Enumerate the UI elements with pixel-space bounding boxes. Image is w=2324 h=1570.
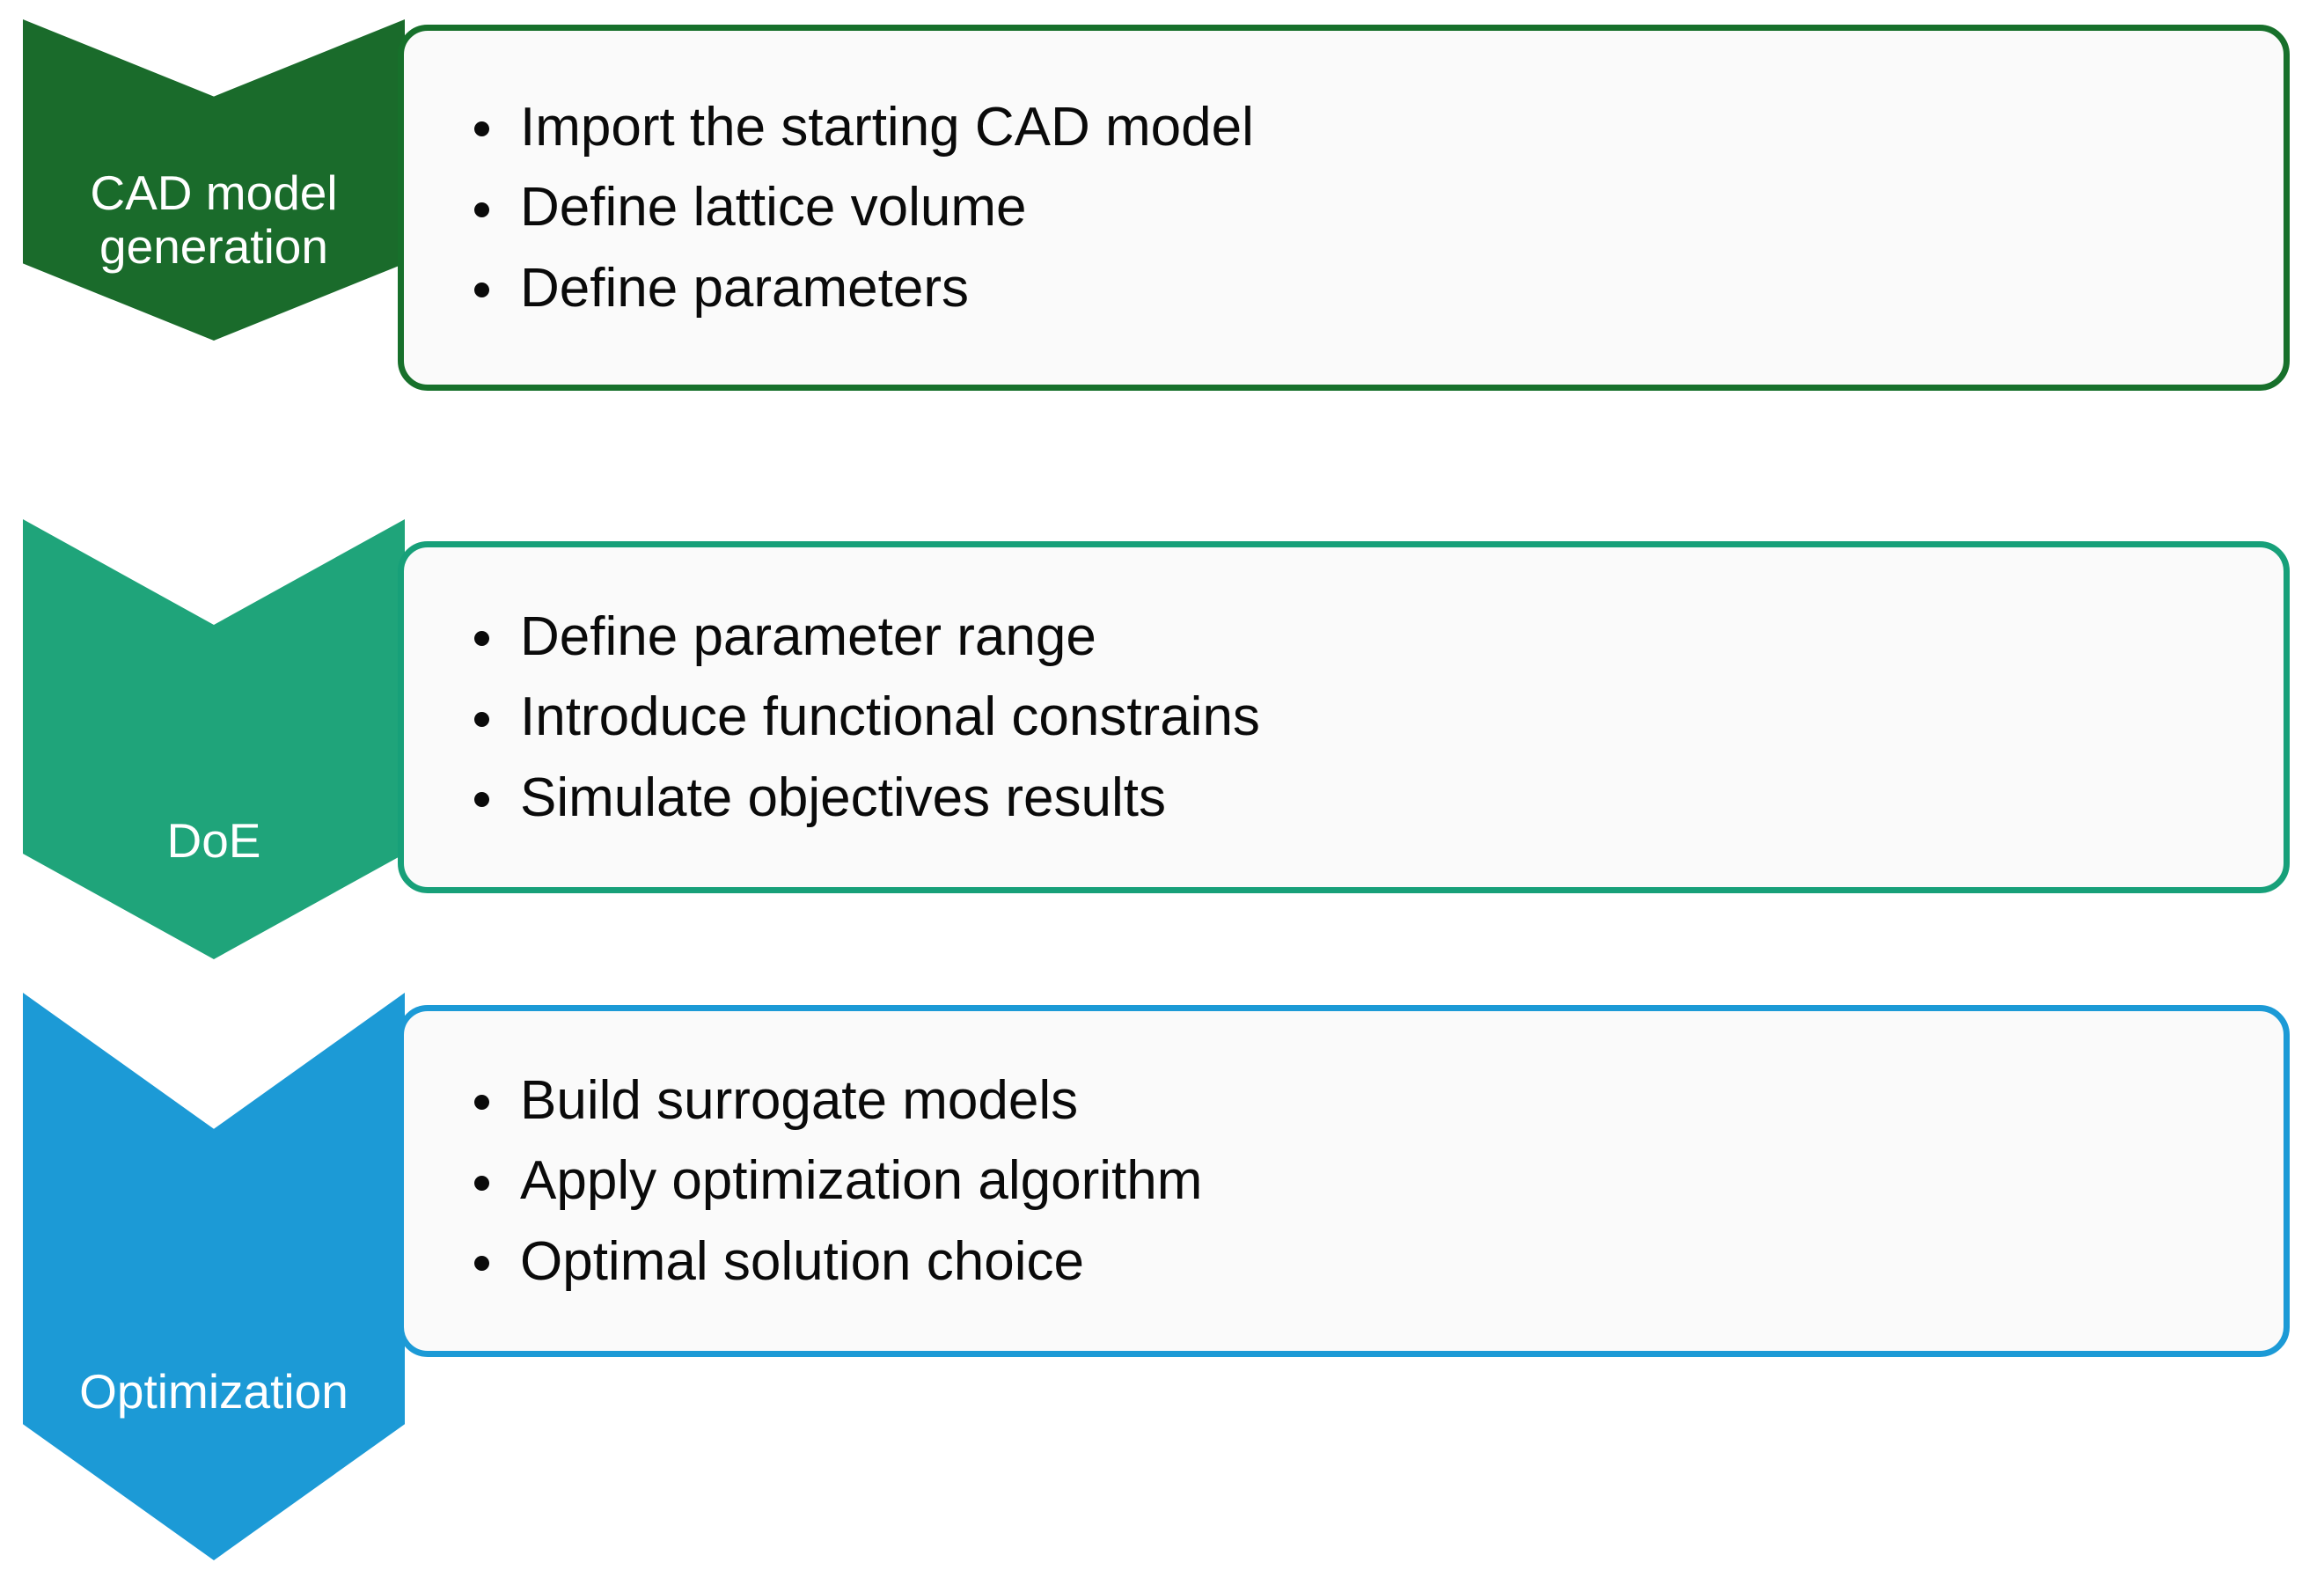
stage-content-box-doe: Define parameter range Introduce functio… [398, 541, 2290, 893]
list-item: Define parameter range [460, 606, 2284, 667]
stage-label-doe: DoE [166, 813, 261, 869]
list-item: Introduce functional constrains [460, 686, 2284, 747]
stage-chevron-optimization: Optimization [23, 993, 405, 1560]
bullet-list-doe: Define parameter range Introduce functio… [404, 606, 2284, 828]
stage-content-box-optimization: Build surrogate models Apply optimizatio… [398, 1005, 2290, 1357]
list-item: Define parameters [460, 258, 2284, 319]
stage-chevron-cad-model-generation: CAD model generation [23, 19, 405, 341]
bullet-list-optimization: Build surrogate models Apply optimizatio… [404, 1070, 2284, 1292]
stage-content-box-cad-model-generation: Import the starting CAD model Define lat… [398, 25, 2290, 391]
list-item: Simulate objectives results [460, 767, 2284, 828]
list-item: Build surrogate models [460, 1070, 2284, 1131]
list-item: Define lattice volume [460, 177, 2284, 238]
list-item: Apply optimization algorithm [460, 1150, 2284, 1211]
list-item: Optimal solution choice [460, 1231, 2284, 1292]
bullet-list-cad-model-generation: Import the starting CAD model Define lat… [404, 97, 2284, 319]
list-item: Import the starting CAD model [460, 97, 2284, 158]
stage-label-optimization: Optimization [79, 1364, 348, 1420]
stage-label-cad-model-generation: CAD model generation [90, 165, 338, 275]
stage-chevron-doe: DoE [23, 519, 405, 959]
